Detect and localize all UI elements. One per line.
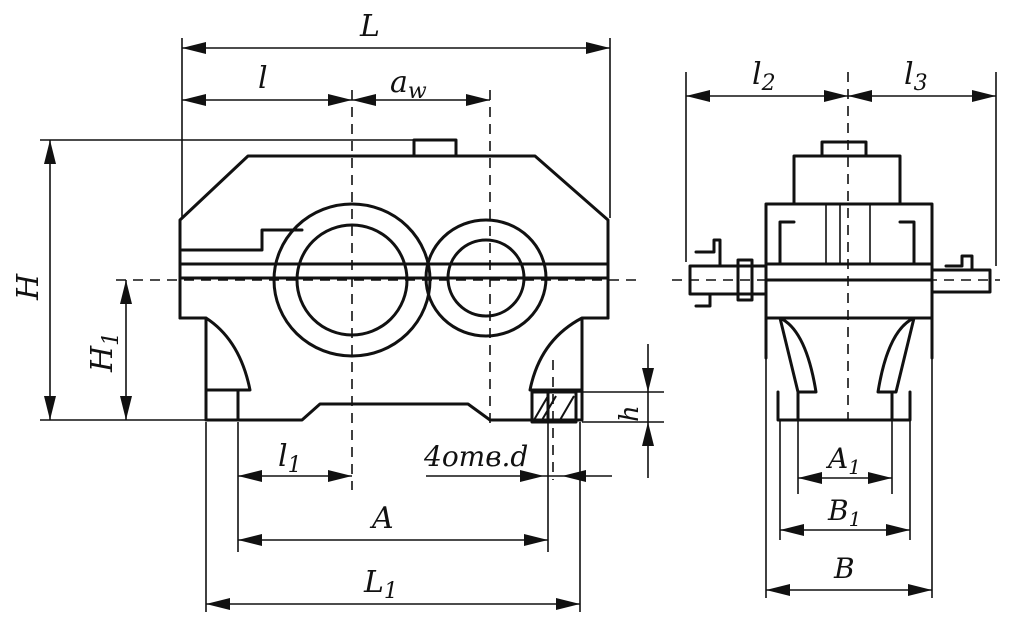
- right-key: [944, 254, 974, 272]
- hole-section: [530, 390, 578, 424]
- base-plate: [204, 388, 584, 422]
- side-flare-right: [876, 316, 916, 394]
- side-verticals: [825, 204, 871, 264]
- parting-line: [178, 262, 610, 280]
- side-top-block: [792, 154, 902, 206]
- side-parting: [764, 262, 934, 282]
- right-shaft: [930, 268, 992, 294]
- side-flare-left: [778, 316, 818, 394]
- label-l2: l2: [752, 57, 776, 96]
- left-key: [694, 238, 722, 308]
- bearing-boss-small: [424, 218, 548, 338]
- label-l: l: [258, 61, 268, 96]
- label-l1: l1: [278, 439, 302, 478]
- front-view: L l aw H H1 h l1 4отв.d A L1: [11, 9, 664, 612]
- label-L: L: [359, 9, 380, 44]
- side-base: [776, 390, 912, 422]
- hole-hatching: [533, 395, 575, 421]
- foot-pads: [236, 388, 550, 422]
- label-h: h: [615, 405, 645, 422]
- label-A: A: [369, 501, 394, 536]
- label-B1: B1: [827, 494, 861, 531]
- shaft-bore-small: [446, 238, 526, 318]
- left-collar: [736, 258, 754, 302]
- lower-body-left: [178, 316, 252, 392]
- upper-step: [180, 228, 304, 252]
- top-boss: [412, 138, 458, 158]
- side-top-boss: [820, 140, 868, 158]
- lower-body-right: [528, 316, 610, 392]
- label-L1: L1: [363, 565, 398, 604]
- label-H1: H1: [85, 332, 124, 373]
- label-aw: aw: [390, 65, 427, 104]
- label-l3: l3: [904, 57, 928, 96]
- side-inner: [778, 220, 916, 266]
- housing-outline: [178, 154, 610, 320]
- label-B: B: [833, 552, 855, 585]
- label-holes: 4отв.d: [423, 440, 528, 473]
- side-view: l2 l3 A1 B1 B: [672, 57, 1000, 598]
- label-A1: A1: [825, 442, 861, 479]
- label-H: H: [11, 273, 46, 301]
